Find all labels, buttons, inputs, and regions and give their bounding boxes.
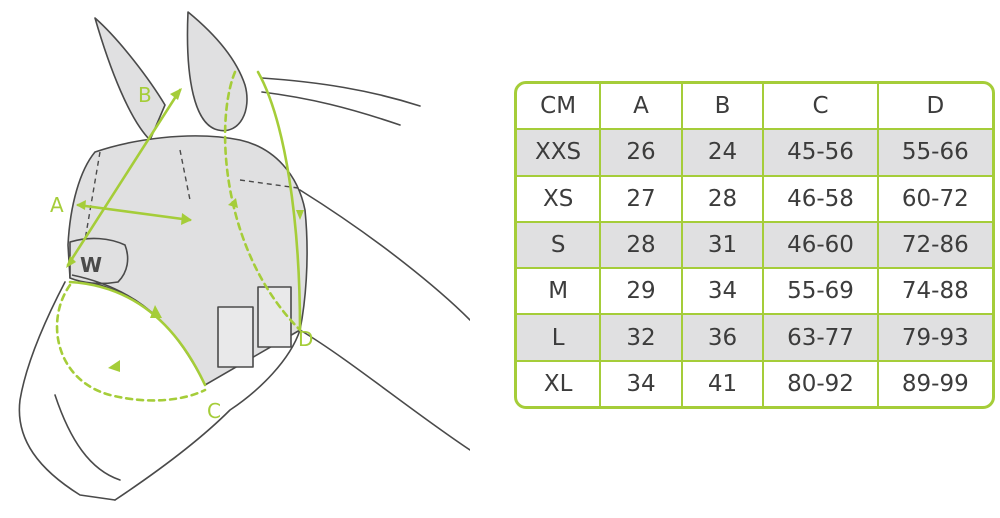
- table-cell: M: [517, 269, 602, 316]
- table-cell: 34: [601, 361, 683, 406]
- measurement-arrowheads: [66, 88, 304, 372]
- marker-b-label: B: [138, 83, 152, 107]
- table-cell: 27: [601, 176, 683, 223]
- table-cell: XL: [517, 361, 602, 406]
- table-cell: 60-72: [878, 177, 992, 223]
- table-row: L 32 36 63-77 79-93: [517, 315, 992, 362]
- fly-mask: [67, 11, 308, 386]
- measurement-lines: [55, 70, 302, 402]
- table-header-cell: A: [601, 84, 683, 131]
- table-cell: 55-66: [878, 130, 992, 177]
- marker-a-label: A: [50, 193, 64, 217]
- table-cell: 32: [601, 315, 683, 362]
- table-row: XL 34 41 80-92 89-99: [517, 361, 992, 406]
- table-header-cell: B: [682, 84, 765, 131]
- table-cell: 29: [601, 269, 683, 316]
- table-cell: 74-88: [878, 269, 992, 316]
- table-cell: 31: [682, 222, 765, 270]
- table-cell: XXS: [517, 130, 602, 177]
- table-cell: 45-56: [764, 130, 879, 177]
- table-cell: 46-58: [764, 176, 879, 223]
- table-header-row: CM A B C D: [517, 84, 992, 131]
- table-cell: 26: [601, 130, 683, 177]
- table-header-cell: D: [878, 84, 992, 131]
- table-cell: 24: [682, 130, 765, 177]
- horse-outline: [18, 77, 470, 501]
- marker-c-label: C: [207, 399, 221, 423]
- fly-mask-diagram: W A B C D: [18, 11, 470, 501]
- table-cell: XS: [517, 176, 602, 223]
- table-cell: 28: [682, 176, 765, 223]
- table-header-cell: C: [764, 84, 879, 131]
- table-header-cell: CM: [517, 84, 602, 131]
- table-cell: 80-92: [764, 361, 879, 406]
- size-chart-table: CM A B C D XXS 26 24 45-56 55-66 XS 27 2…: [514, 81, 995, 409]
- table-cell: 34: [682, 269, 765, 316]
- table-row: XXS 26 24 45-56 55-66: [517, 130, 992, 177]
- table-row: S 28 31 46-60 72-86: [517, 222, 992, 270]
- table-cell: 89-99: [901, 370, 969, 397]
- table-cell: 55-69: [764, 269, 879, 316]
- table-cell: 79-93: [878, 315, 992, 362]
- table-row: M 29 34 55-69 74-88: [517, 269, 992, 316]
- table-cell: L: [517, 315, 602, 362]
- table-cell: 41: [683, 361, 765, 406]
- marker-d-label: D: [298, 327, 313, 351]
- table-cell: 63-77: [764, 315, 879, 362]
- table-row: XS 27 28 46-58 60-72: [517, 176, 992, 223]
- table-cell: 72-86: [878, 222, 992, 270]
- table-cell: 46-60: [764, 222, 879, 270]
- table-cell: 28: [601, 222, 683, 270]
- brand-logo: W: [80, 253, 102, 277]
- table-cell: S: [517, 222, 602, 270]
- mask-seams: [84, 149, 299, 241]
- table-cell: 36: [682, 315, 765, 362]
